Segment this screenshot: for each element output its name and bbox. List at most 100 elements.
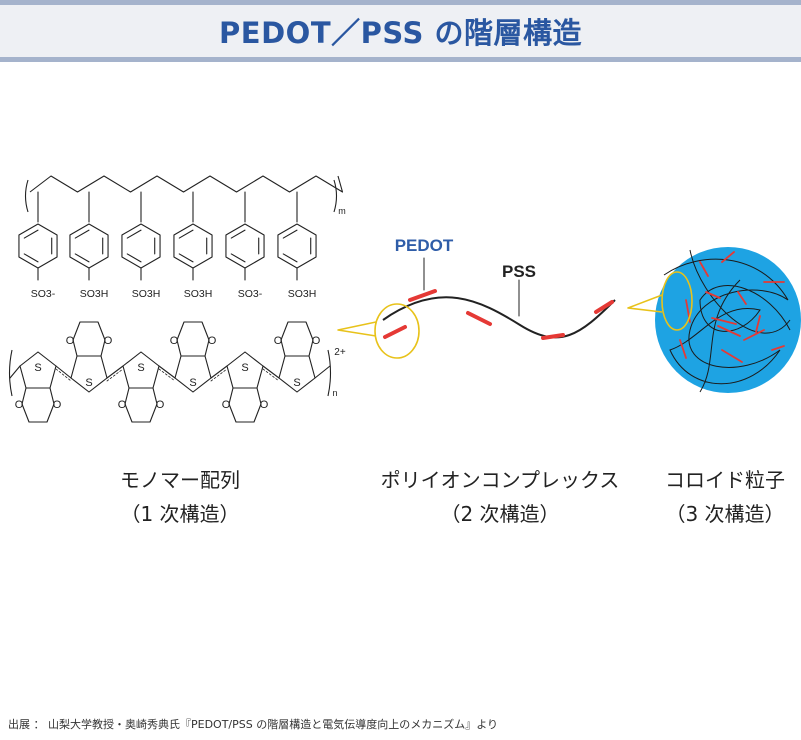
chain-end-bond xyxy=(9,365,21,379)
caption-primary-line1: モノマー配列 xyxy=(120,468,240,492)
double-bond-line xyxy=(230,253,246,263)
dioxane-ring xyxy=(72,321,106,357)
pss-label: PSS xyxy=(502,262,536,281)
thiophene-ring xyxy=(70,355,108,393)
pedot-segment xyxy=(721,251,735,263)
pedot-segment xyxy=(705,291,721,299)
sulfur-atom-label: S xyxy=(241,362,248,374)
sulfur-atom-label: S xyxy=(137,362,144,374)
conjugated-bond xyxy=(55,365,72,379)
conjugated-bond xyxy=(158,365,176,379)
sulfonate-group-label: SO3- xyxy=(238,288,263,300)
pss-right-bracket xyxy=(333,179,338,213)
oxygen-atom-label: O xyxy=(156,399,165,411)
conjugated-bond xyxy=(262,365,280,379)
page-title: PEDOT／PSS の階層構造 xyxy=(219,16,582,50)
dioxane-ring xyxy=(21,387,55,423)
pedot-right-bracket xyxy=(327,349,332,397)
dioxane-ring xyxy=(228,387,262,423)
styrene-unit: SO3- xyxy=(225,191,265,300)
double-bond-line xyxy=(23,229,39,239)
styrene-unit: SO3H xyxy=(69,191,109,300)
double-bond-line xyxy=(126,253,142,263)
oxygen-atom-label: O xyxy=(274,335,283,347)
conjugated-bond xyxy=(210,365,228,379)
conjugated-bond-dashed xyxy=(210,368,228,382)
conjugated-bond-dashed xyxy=(106,368,124,382)
thiophene-ring xyxy=(19,351,57,389)
oxygen-atom-label: O xyxy=(312,335,321,347)
pedot-segment xyxy=(541,333,565,340)
source-note: 出展 ： 山梨大学教授・奥崎秀典氏『PEDOT/PSS の階層構造と電気伝導度向… xyxy=(8,718,499,731)
caption-secondary: ポリイオンコンプレックス （2 次構造） xyxy=(365,463,635,531)
double-bond-line xyxy=(282,253,298,263)
caption-tertiary-line2: （3 次構造） xyxy=(665,502,785,526)
thiophene-unit: S O O xyxy=(170,321,228,393)
pedot-segment xyxy=(711,317,737,325)
thiophene-ring xyxy=(226,351,264,389)
pedot-segment xyxy=(721,349,743,363)
thiophene-ring xyxy=(278,355,316,393)
double-bond-line xyxy=(230,229,246,239)
pedot-charge-label: 2+ xyxy=(334,347,346,358)
conjugated-bond-dashed xyxy=(158,368,176,382)
styrene-unit: SO3H xyxy=(277,191,317,300)
pss-subscript-m: m xyxy=(338,206,346,216)
thiophene-ring xyxy=(122,351,160,389)
styrene-unit: SO3- xyxy=(18,191,58,300)
title-band: PEDOT／PSS の階層構造 xyxy=(0,0,801,62)
pss-backbone xyxy=(29,175,344,193)
thiophene-unit: S O O xyxy=(118,351,176,423)
oxygen-atom-label: O xyxy=(208,335,217,347)
caption-primary: モノマー配列 （1 次構造） xyxy=(80,463,280,531)
double-bond-line xyxy=(178,229,194,239)
pedot-segment xyxy=(743,329,765,341)
pedot-left-bracket xyxy=(8,349,13,397)
caption-secondary-line2: （2 次構造） xyxy=(440,502,560,526)
pedot-segment xyxy=(771,345,785,351)
oxygen-atom-label: O xyxy=(66,335,75,347)
entangled-chains xyxy=(663,249,791,393)
pedot-segment xyxy=(737,291,747,305)
oxygen-atom-label: O xyxy=(222,399,231,411)
callout-pointer xyxy=(627,294,663,313)
oxygen-atom-label: O xyxy=(15,399,24,411)
double-bond-line xyxy=(126,229,142,239)
pedot-label: PEDOT xyxy=(395,236,454,255)
pss-left-bracket xyxy=(24,179,29,213)
sulfur-atom-label: S xyxy=(189,377,196,389)
oxygen-atom-label: O xyxy=(170,335,179,347)
sulfur-atom-label: S xyxy=(85,377,92,389)
sulfonate-group-label: SO3H xyxy=(132,288,161,300)
pedot-segment xyxy=(699,261,709,277)
callout-circle xyxy=(374,303,420,359)
pedot-segment xyxy=(383,325,407,339)
particle-body xyxy=(655,247,801,393)
callout-pointer xyxy=(337,321,377,337)
pedot-segment xyxy=(679,339,687,359)
pedot-segment xyxy=(594,300,614,314)
sulfonate-group-label: SO3H xyxy=(288,288,317,300)
sulfur-atom-label: S xyxy=(34,362,41,374)
colloid-particle xyxy=(627,247,801,393)
conjugated-bond xyxy=(106,365,124,379)
pedot-segment xyxy=(466,311,492,326)
caption-tertiary: コロイド粒子 （3 次構造） xyxy=(650,463,800,531)
caption-tertiary-line1: コロイド粒子 xyxy=(665,468,785,492)
double-bond-line xyxy=(74,229,90,239)
styrene-unit: SO3H xyxy=(173,191,213,300)
callout-circle xyxy=(661,271,693,331)
double-bond-line xyxy=(74,253,90,263)
chain-end-bond xyxy=(314,365,331,379)
oxygen-atom-label: O xyxy=(118,399,127,411)
sulfonate-group-label: SO3H xyxy=(184,288,213,300)
double-bond-line xyxy=(178,253,194,263)
double-bond-line xyxy=(23,253,39,263)
styrene-unit: SO3H xyxy=(121,191,161,300)
pedot-segment xyxy=(408,289,437,302)
double-bond-line xyxy=(282,229,298,239)
